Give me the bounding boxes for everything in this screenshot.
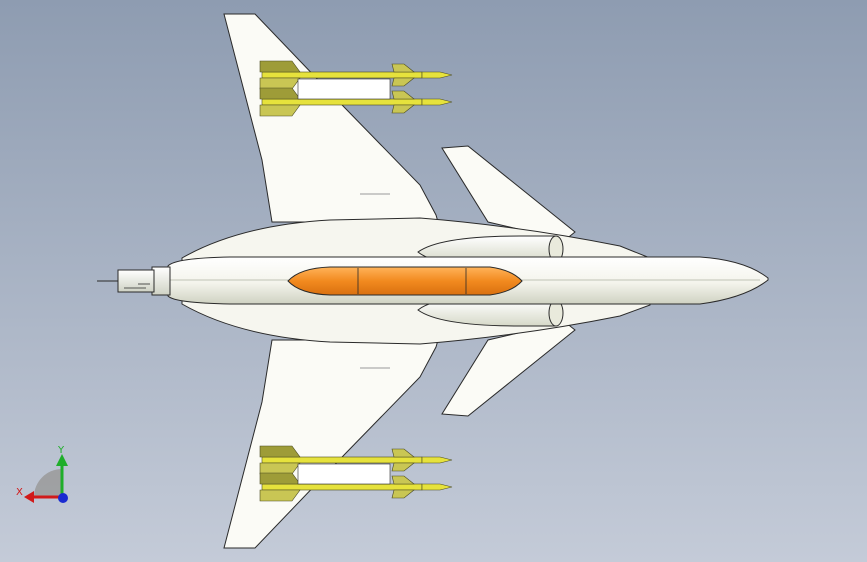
aircraft-model[interactable] bbox=[97, 13, 769, 549]
x-axis-arrow bbox=[24, 491, 34, 503]
y-axis-label: Y bbox=[57, 445, 65, 456]
y-axis-arrow bbox=[56, 454, 68, 466]
z-axis-dot bbox=[58, 493, 68, 503]
lower-canard[interactable] bbox=[441, 321, 576, 417]
pylon-upper bbox=[297, 78, 391, 100]
engine-nozzle[interactable] bbox=[97, 266, 171, 296]
x-axis-label: X bbox=[16, 487, 23, 498]
orientation-triad: X Y bbox=[16, 445, 68, 503]
pylon-lower bbox=[297, 463, 391, 485]
centerline-fuel-tank[interactable] bbox=[287, 266, 523, 296]
upper-canard[interactable] bbox=[441, 145, 576, 241]
